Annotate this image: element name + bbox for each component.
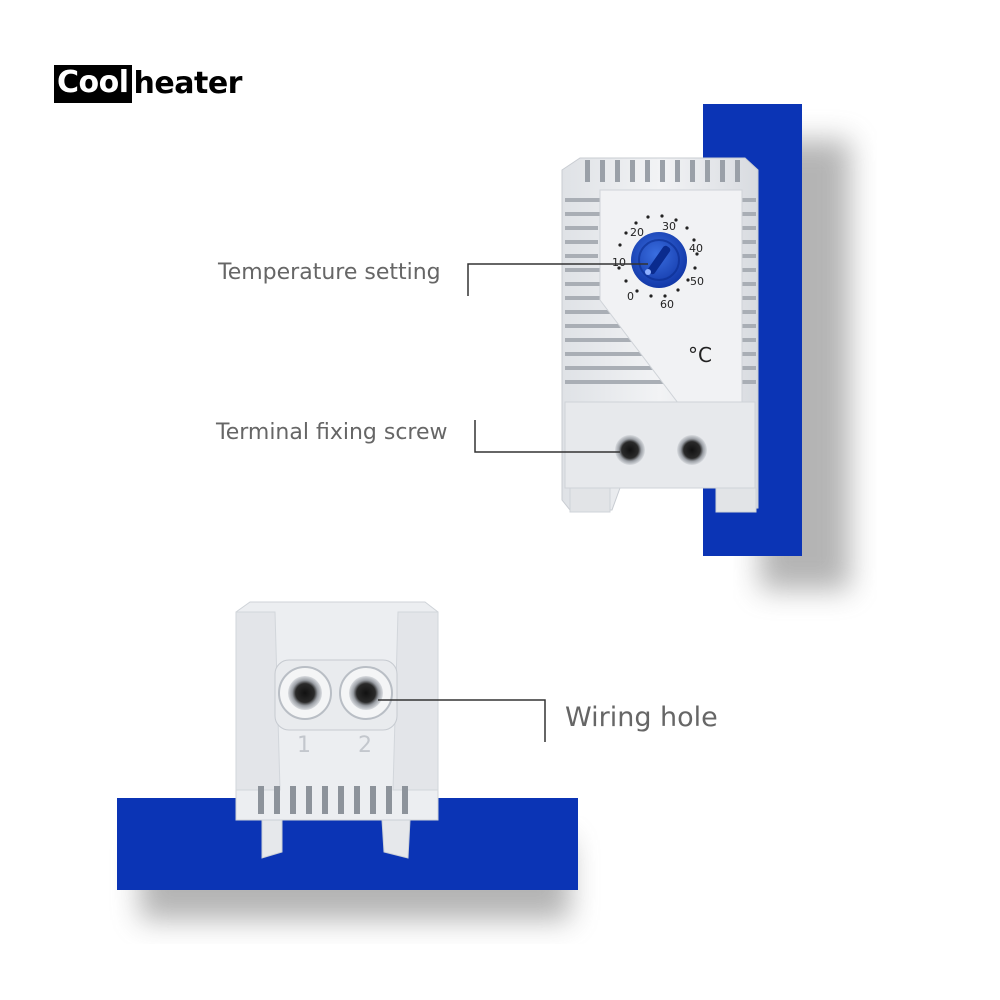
- terminal-block: [564, 401, 756, 489]
- dial-label-50: 50: [690, 275, 704, 288]
- dial-label-20: 20: [630, 226, 644, 239]
- dial-label-40: 40: [689, 242, 703, 255]
- right-louvers: [742, 198, 756, 384]
- front-foot-right: [715, 487, 757, 513]
- dial-label-0: 0: [627, 290, 634, 303]
- terminal-number-1: 1: [297, 733, 311, 758]
- logo-cool-text: Cool: [54, 65, 132, 103]
- label-terminal-fixing-screw: Terminal fixing screw: [216, 420, 448, 445]
- terminal-number-2: 2: [358, 733, 372, 758]
- logo-heater-text: heater: [133, 66, 243, 101]
- callout-lines: [378, 263, 648, 742]
- label-temperature-setting: Temperature setting: [218, 260, 441, 285]
- clip-left: [261, 819, 283, 859]
- unit-celsius: °C: [688, 343, 712, 367]
- label-wiring-hole: Wiring hole: [565, 702, 718, 733]
- clip-right: [381, 819, 411, 859]
- wiring-hole-1: [288, 676, 322, 710]
- terminal-screw-2: [677, 435, 707, 465]
- bottom-vents: [258, 786, 408, 814]
- front-foot-left: [569, 487, 611, 513]
- dial-label-60: 60: [660, 298, 674, 311]
- dial-label-30: 30: [662, 220, 676, 233]
- wiring-hole-2: [349, 676, 383, 710]
- dial-label-10: 10: [612, 256, 626, 269]
- dial-ticks: [617, 214, 699, 298]
- knob-slot: [647, 245, 671, 275]
- terminal-screw-1: [615, 435, 645, 465]
- top-vents: [585, 160, 740, 182]
